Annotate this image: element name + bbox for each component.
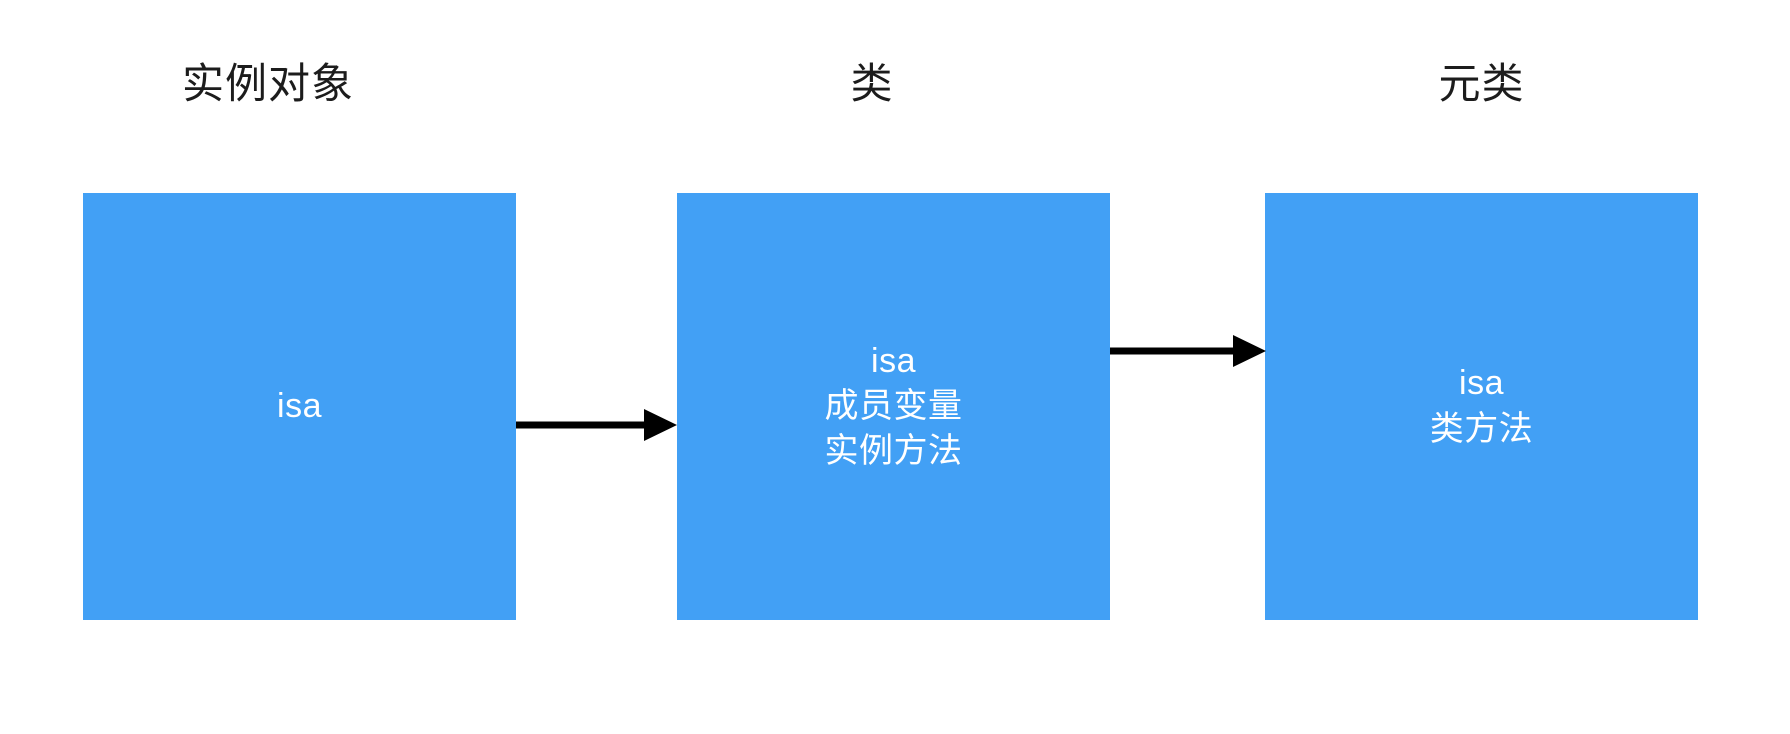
class-box-text: isa 成员变量 实例方法 bbox=[825, 339, 963, 475]
class-line-3: 实例方法 bbox=[824, 432, 963, 471]
column-heading-metaclass: 元类 bbox=[1438, 62, 1525, 108]
instance-object-line-1: isa bbox=[277, 386, 322, 425]
instance-object-box-text: isa bbox=[277, 384, 322, 429]
class-line-1: isa bbox=[871, 341, 916, 380]
class-box[interactable]: isa 成员变量 实例方法 bbox=[677, 193, 1110, 620]
column-heading-instance: 实例对象 bbox=[181, 62, 354, 108]
arrow-class-to-metaclass bbox=[1110, 335, 1266, 367]
metaclass-box[interactable]: isa 类方法 bbox=[1265, 193, 1698, 620]
metaclass-line-1: isa bbox=[1459, 364, 1504, 403]
metaclass-line-2: 类方法 bbox=[1429, 409, 1534, 448]
instance-object-box[interactable]: isa bbox=[83, 193, 516, 620]
class-line-2: 成员变量 bbox=[824, 386, 963, 425]
arrow-instance-to-class-head bbox=[644, 409, 677, 441]
metaclass-box-text: isa 类方法 bbox=[1430, 361, 1534, 451]
column-heading-class: 类 bbox=[850, 62, 894, 108]
arrow-instance-to-class bbox=[516, 409, 677, 441]
arrow-class-to-metaclass-head bbox=[1233, 335, 1266, 367]
